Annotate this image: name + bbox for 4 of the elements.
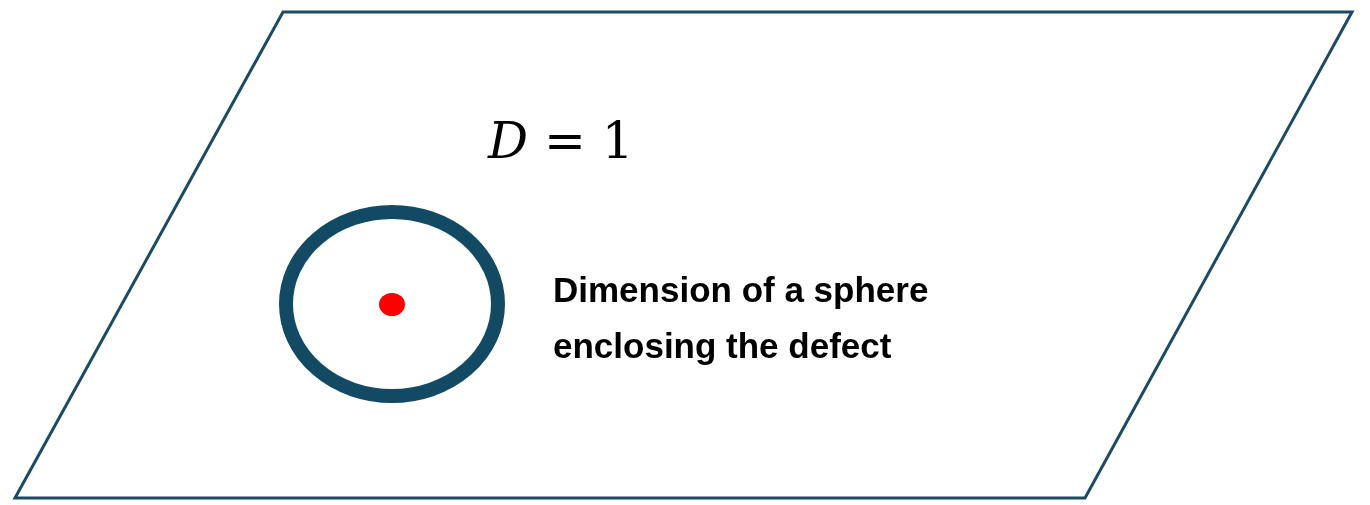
sphere-circle <box>279 205 505 403</box>
defect-dot <box>379 293 405 316</box>
equation-label: D = 1 <box>488 112 634 170</box>
caption-text: Dimension of a sphere enclosing the defect <box>553 269 930 367</box>
